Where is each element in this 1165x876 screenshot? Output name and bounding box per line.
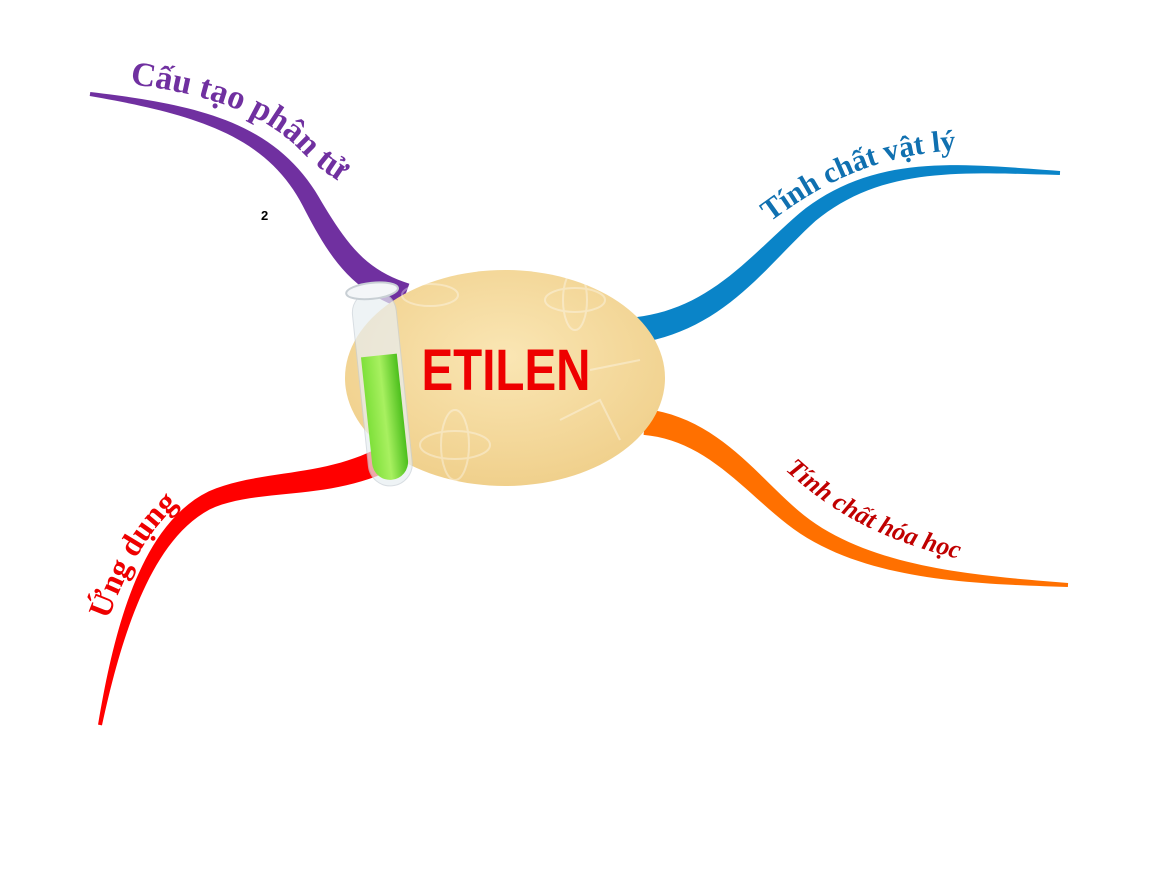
branch-line-physical xyxy=(636,165,1061,343)
branch-line-chemical xyxy=(643,409,1069,587)
note-number: 2 xyxy=(261,208,268,223)
branch-label-structure[interactable]: Cấu tạo phân tử xyxy=(129,55,357,189)
center-title: ETILEN xyxy=(421,339,590,404)
branch-label-chemical[interactable]: Tính chất hóa học xyxy=(781,453,965,565)
center-node[interactable]: ETILEN xyxy=(345,269,665,488)
branch-line-application xyxy=(98,443,399,726)
atom-pattern-icon xyxy=(401,269,641,481)
branch-line-structure xyxy=(89,92,410,309)
center-ellipse xyxy=(345,270,665,486)
test-tube-icon xyxy=(345,281,413,487)
